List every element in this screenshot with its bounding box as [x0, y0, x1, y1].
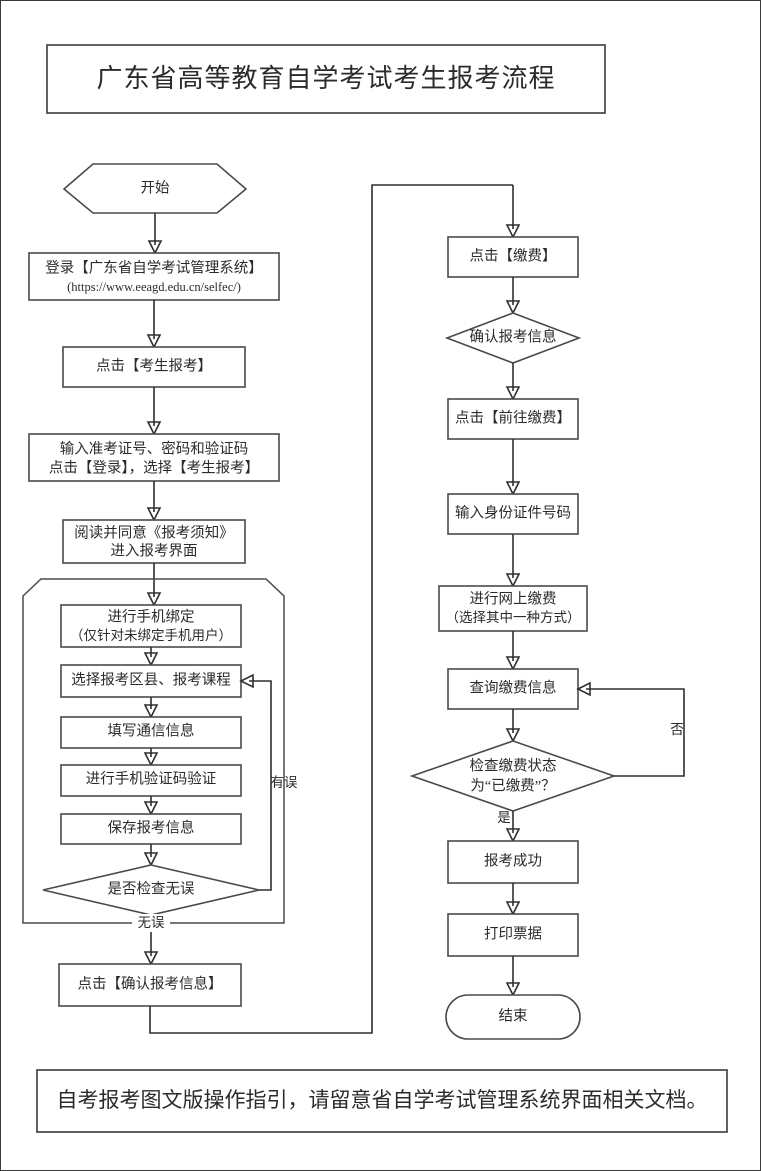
node-go-pay-label: 点击【前往缴费】 — [455, 409, 571, 426]
node-apply-success-shape — [447, 840, 579, 884]
node-click-pay-shape — [447, 236, 579, 278]
arrowhead-start-to-login — [147, 240, 163, 255]
page-title: 广东省高等教育自学考试考生报考流程 — [96, 64, 555, 93]
node-login-url: (https://www.eeagd.edu.cn/selfec/) — [67, 280, 241, 294]
node-read-notice-line2: 进入报考界面 — [111, 542, 198, 559]
node-bind-phone-shape — [60, 604, 242, 648]
arrowhead-print-to-end — [505, 982, 521, 997]
footer-box — [36, 1069, 728, 1133]
arrowhead-query-to-status — [505, 728, 521, 743]
node-login-line1: 登录【广东省自学考试管理系统】 — [45, 259, 263, 276]
arrowhead-pay-to-confirm — [505, 300, 521, 315]
node-confirm-info-btn-label: 点击【确认报考信息】 — [78, 975, 223, 992]
arrowhead-enterid-to-onlinepay — [505, 573, 521, 588]
node-go-pay-shape — [447, 398, 579, 440]
node-confirm-info-btn-shape — [58, 963, 242, 1007]
node-click-exam-apply-label: 点击【考生报考】 — [96, 357, 212, 374]
node-save-info-label: 保存报考信息 — [108, 819, 195, 836]
arrowhead-apply-to-credentials — [146, 421, 162, 436]
arrowhead-yes-down — [505, 828, 521, 843]
node-query-pay-shape — [447, 668, 579, 710]
arrowhead-notice-to-bindphone — [146, 592, 162, 607]
arrowhead-onlinepay-to-query — [505, 656, 521, 671]
arrowhead-error-loop — [239, 673, 254, 689]
node-read-notice-shape — [62, 519, 246, 564]
arrowhead-to-click-pay — [505, 224, 521, 239]
node-read-notice-line1: 阅读并同意《报考须知》 — [74, 523, 234, 541]
arrowhead-no-loop — [576, 681, 591, 697]
node-check-pay-status-line1: 检查缴费状态 — [470, 757, 557, 774]
node-start-label: 开始 — [141, 179, 170, 196]
node-query-pay-label: 查询缴费信息 — [470, 679, 557, 696]
node-end-shape — [445, 994, 581, 1040]
node-apply-success-label: 报考成功 — [484, 852, 542, 869]
arrowhead-gopay-to-enterid — [505, 481, 521, 496]
arrowhead-confirm-to-gopay — [505, 386, 521, 401]
edge-confirm-to-pay — [149, 184, 513, 1034]
node-confirm-apply-info-label: 确认报考信息 — [470, 328, 557, 345]
edge-label-no-error-backdrop — [132, 914, 170, 932]
node-enter-id-label: 输入身份证件号码 — [455, 504, 571, 521]
arrowhead-select-to-contact — [143, 704, 159, 719]
node-verify-sms-label: 进行手机验证码验证 — [86, 770, 217, 787]
arrowhead-sms-to-save — [143, 801, 159, 816]
node-enter-credentials-shape — [28, 433, 280, 482]
node-enter-credentials-line2: 点击【登录】，选择【考生报考】 — [49, 459, 259, 476]
node-fill-contact-label: 填写通信信息 — [108, 722, 195, 739]
node-bind-phone-line2: （仅针对未绑定手机用户） — [70, 627, 232, 643]
arrowhead-save-to-decision — [143, 852, 159, 867]
group-box-registration-steps — [22, 578, 285, 924]
edge-label-no-error: 无误 — [138, 915, 165, 930]
arrowhead-login-to-apply — [146, 334, 162, 349]
node-online-pay-line2: （选择其中一种方式） — [446, 610, 581, 625]
node-bind-phone-line1: 进行手机绑定 — [108, 608, 195, 625]
node-check-pay-status-line2: 为“已缴费”？ — [470, 777, 555, 794]
edge-label-error: 有误 — [271, 775, 298, 790]
title-box — [46, 44, 606, 114]
arrowhead-bindphone-to-select — [143, 652, 159, 667]
arrowhead-contact-to-sms — [143, 752, 159, 767]
node-online-pay-line1: 进行网上缴费 — [470, 590, 557, 607]
arrowhead-credentials-to-notice — [146, 507, 162, 522]
arrowhead-no-error-down — [143, 951, 159, 966]
node-end-label: 结束 — [499, 1007, 528, 1024]
node-click-pay-label: 点击【缴费】 — [470, 247, 557, 264]
node-start-shape — [62, 163, 248, 214]
edge-no-loop — [586, 688, 685, 777]
edge-label-yes: 是 — [497, 810, 511, 825]
node-select-district-label: 选择报考区县、报考课程 — [71, 671, 231, 688]
node-enter-credentials-line1: 输入准考证号、密码和验证码 — [60, 440, 249, 457]
arrowhead-success-to-print — [505, 901, 521, 916]
edge-label-no: 否 — [670, 722, 684, 737]
node-check-correct-label: 是否检查无误 — [108, 880, 195, 897]
edge-error-loop — [249, 680, 272, 891]
node-check-pay-status-shape — [409, 740, 617, 812]
node-print-receipt-label: 打印票据 — [484, 925, 542, 942]
node-click-exam-apply-shape — [62, 346, 246, 388]
node-verify-sms-shape — [60, 764, 242, 797]
footer-note: 自考报考图文版操作指引，请留意省自学考试管理系统界面相关文档。 — [57, 1088, 708, 1112]
node-login-shape — [28, 252, 280, 301]
